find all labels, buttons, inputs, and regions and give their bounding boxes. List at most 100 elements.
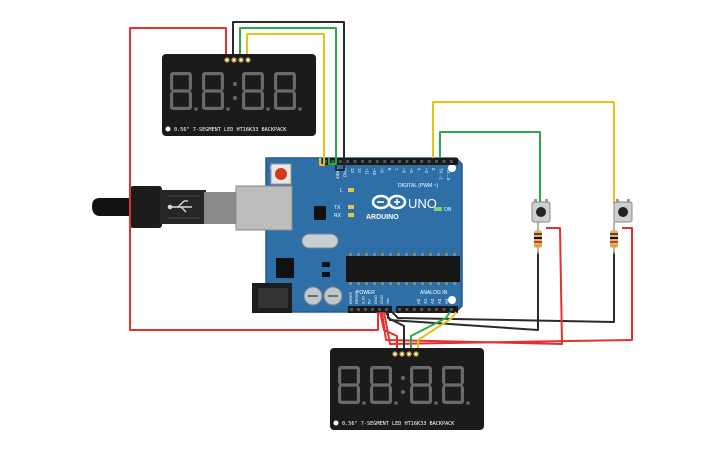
bottom-7-segment-display[interactable]: 8.8:8.8 0.56" 7-SEGMENT LED HT16K33 BACK…	[330, 348, 484, 430]
wire-green-button-1[interactable]	[439, 131, 541, 204]
seven-segment-digit	[274, 72, 302, 111]
status-leds	[348, 188, 442, 217]
wire-red-top-display[interactable]	[129, 27, 379, 331]
top-pin-label: AREF	[335, 168, 340, 180]
header-hole[interactable]	[420, 308, 424, 311]
header-hole[interactable]	[375, 160, 379, 163]
usb-socket	[235, 185, 293, 231]
resistor-2[interactable]	[610, 222, 618, 254]
top-pin-label: 13	[350, 168, 355, 173]
analog-pin-label: A2	[430, 298, 435, 304]
header-hole[interactable]	[371, 308, 374, 311]
power-header	[348, 306, 392, 313]
arduino-uno-board[interactable]: L TX RX ON ARDUINO UNO DIGITAL (PWM ~) A…	[235, 157, 463, 313]
led-l-label: L	[340, 188, 343, 194]
capacitor-icon	[303, 286, 343, 306]
led-on-label: ON	[444, 207, 452, 213]
wire-red-button-2[interactable]	[383, 227, 633, 345]
top-pin-label: ~10	[372, 168, 377, 176]
power-pin-label: 5V	[367, 299, 372, 304]
seven-segment-digit	[170, 72, 198, 111]
top-pin-label: TX→1	[439, 168, 444, 181]
power-pin-label: GND	[379, 295, 384, 304]
wire-black-bottom-display[interactable]	[387, 312, 405, 350]
header-hole[interactable]	[361, 160, 364, 163]
wire-black-top-display[interactable]	[232, 21, 345, 171]
wire-red-bottom-display[interactable]	[379, 311, 398, 350]
header-hole[interactable]	[405, 160, 409, 163]
top-pin-label: 8	[387, 168, 392, 171]
wire-green-bottom-display[interactable]	[410, 311, 451, 350]
wire-black-button-2[interactable]	[391, 252, 615, 323]
seven-segment-digit	[442, 366, 470, 405]
reset-button[interactable]	[270, 163, 292, 185]
power-pin-label: 3.3V	[360, 295, 365, 304]
header-hole[interactable]	[442, 160, 446, 163]
header-hole[interactable]	[420, 160, 424, 163]
header-hole[interactable]	[338, 160, 342, 163]
header-hole[interactable]	[331, 160, 335, 163]
led-rx-label: RX	[334, 213, 342, 219]
header-hole[interactable]	[412, 160, 416, 163]
header-hole[interactable]	[398, 160, 401, 163]
header-hole[interactable]	[427, 308, 431, 311]
top-pin-label: 2	[431, 168, 436, 171]
colon-separator	[233, 82, 237, 100]
crystal-oscillator	[301, 233, 339, 249]
header-hole[interactable]	[427, 160, 431, 163]
header-hole[interactable]	[405, 308, 409, 311]
analog-header	[396, 306, 458, 313]
header-hole[interactable]	[324, 160, 327, 163]
header-hole[interactable]	[368, 160, 372, 163]
power-pin-label: Vin	[385, 298, 390, 304]
header-hole[interactable]	[385, 308, 388, 311]
seven-segment-digit	[370, 366, 398, 405]
header-hole[interactable]	[435, 160, 438, 163]
colon-separator	[401, 376, 405, 394]
analog-pin-label: A5	[451, 298, 456, 304]
model-text: UNO	[408, 196, 437, 211]
wire-green-top-display[interactable]	[239, 27, 337, 165]
header-hole[interactable]	[346, 160, 350, 163]
header-hole[interactable]	[350, 308, 353, 311]
top-7-segment-display[interactable]: 8.8:8.8 0.56" 7-SEGMENT LED HT16K33 BACK…	[162, 54, 316, 136]
arduino-logo-text: ARDUINO	[366, 214, 399, 221]
header-hole[interactable]	[449, 160, 453, 163]
resistor-1[interactable]	[534, 222, 542, 254]
wire-yellow-button-2[interactable]	[432, 101, 615, 204]
header-hole[interactable]	[412, 308, 416, 311]
header-hole[interactable]	[364, 308, 367, 311]
top-pin-label: ~11	[365, 168, 370, 175]
header-hole[interactable]	[357, 308, 360, 311]
analog-label: ANALOG IN	[420, 290, 448, 296]
seven-segment-digit	[410, 366, 438, 405]
header-hole[interactable]	[449, 308, 453, 311]
top-pin-label: 7	[394, 168, 399, 171]
analog-pin-label: A0	[416, 298, 421, 304]
header-hole[interactable]	[353, 160, 357, 163]
bottom-display-label: 0.56" 7-SEGMENT LED HT16K33 BACKPACK	[342, 421, 455, 427]
power-pin-label: IOREF	[348, 291, 353, 304]
power-label: POWER	[356, 290, 375, 296]
wire-yellow-top-display[interactable]	[246, 33, 325, 166]
wires	[129, 21, 633, 350]
header-hole[interactable]	[390, 160, 394, 163]
header-hole[interactable]	[398, 308, 401, 311]
dc-barrel-jack-icon	[252, 283, 292, 313]
top-pin-label: ~6	[402, 168, 407, 173]
header-hole[interactable]	[383, 160, 387, 163]
regulator-chip	[276, 258, 294, 278]
power-pin-label: GND	[373, 295, 378, 304]
top-pin-label: GND	[342, 168, 347, 177]
header-hole[interactable]	[442, 308, 446, 311]
top-pin-label: RX←0	[446, 168, 451, 181]
top-pin-label: ~9	[379, 168, 384, 173]
header-hole[interactable]	[378, 308, 381, 311]
pushbutton-2[interactable]	[613, 199, 633, 223]
pushbutton-1[interactable]	[531, 199, 551, 223]
wire-yellow-bottom-display[interactable]	[417, 311, 457, 350]
top-pin-label: 12	[357, 168, 362, 173]
atmega-chip	[346, 253, 460, 285]
seven-segment-digit	[242, 72, 270, 111]
header-hole[interactable]	[435, 308, 438, 311]
